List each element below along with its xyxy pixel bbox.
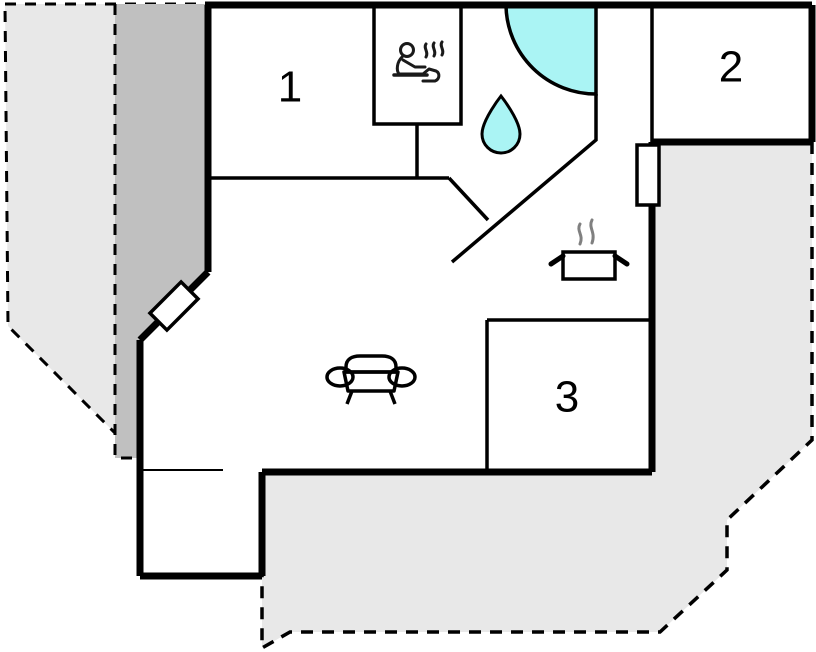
sauna-steam-3 [439, 40, 445, 57]
pot-handle-left [548, 253, 566, 267]
sauna-icon [392, 40, 445, 83]
sofa-icon [325, 354, 417, 405]
sofa-arm-left [325, 366, 355, 388]
door-left-leaf[interactable] [147, 279, 201, 333]
sauna-steam-2 [431, 41, 437, 58]
corner-bath-fixture [504, 4, 598, 96]
terrace-right-outline [260, 142, 814, 652]
room-label-1: 1 [278, 63, 302, 112]
sofa-arm-right [387, 366, 417, 388]
room-label-3: 3 [555, 373, 579, 422]
pot-handle-right [612, 253, 630, 267]
sauna-steam-1 [423, 42, 429, 59]
pot-steam-1 [577, 222, 583, 246]
water-drop-shape [480, 93, 522, 155]
cooking-pot-icon [548, 218, 630, 281]
wall-bath-diagonal [450, 94, 598, 264]
terrace-right-fill [262, 142, 812, 648]
room-label-2: 2 [719, 43, 743, 92]
side-strip-outline [113, 4, 140, 460]
sofa-leg-left [345, 390, 354, 405]
corner-bath-shape [504, 4, 598, 96]
openings [147, 143, 661, 333]
pot-steam-2 [589, 218, 595, 245]
interior-walls [208, 5, 654, 472]
door-right[interactable] [635, 143, 661, 207]
water-drop-icon [480, 93, 522, 155]
door-left[interactable] [147, 279, 201, 333]
sauna-head [399, 42, 415, 58]
sofa-backrest [344, 354, 398, 374]
sofa-leg-right [388, 390, 397, 405]
sauna-legs [397, 67, 441, 83]
pot-body [561, 250, 617, 281]
sauna-arm [401, 58, 427, 69]
wall-bath-stub [447, 176, 490, 222]
